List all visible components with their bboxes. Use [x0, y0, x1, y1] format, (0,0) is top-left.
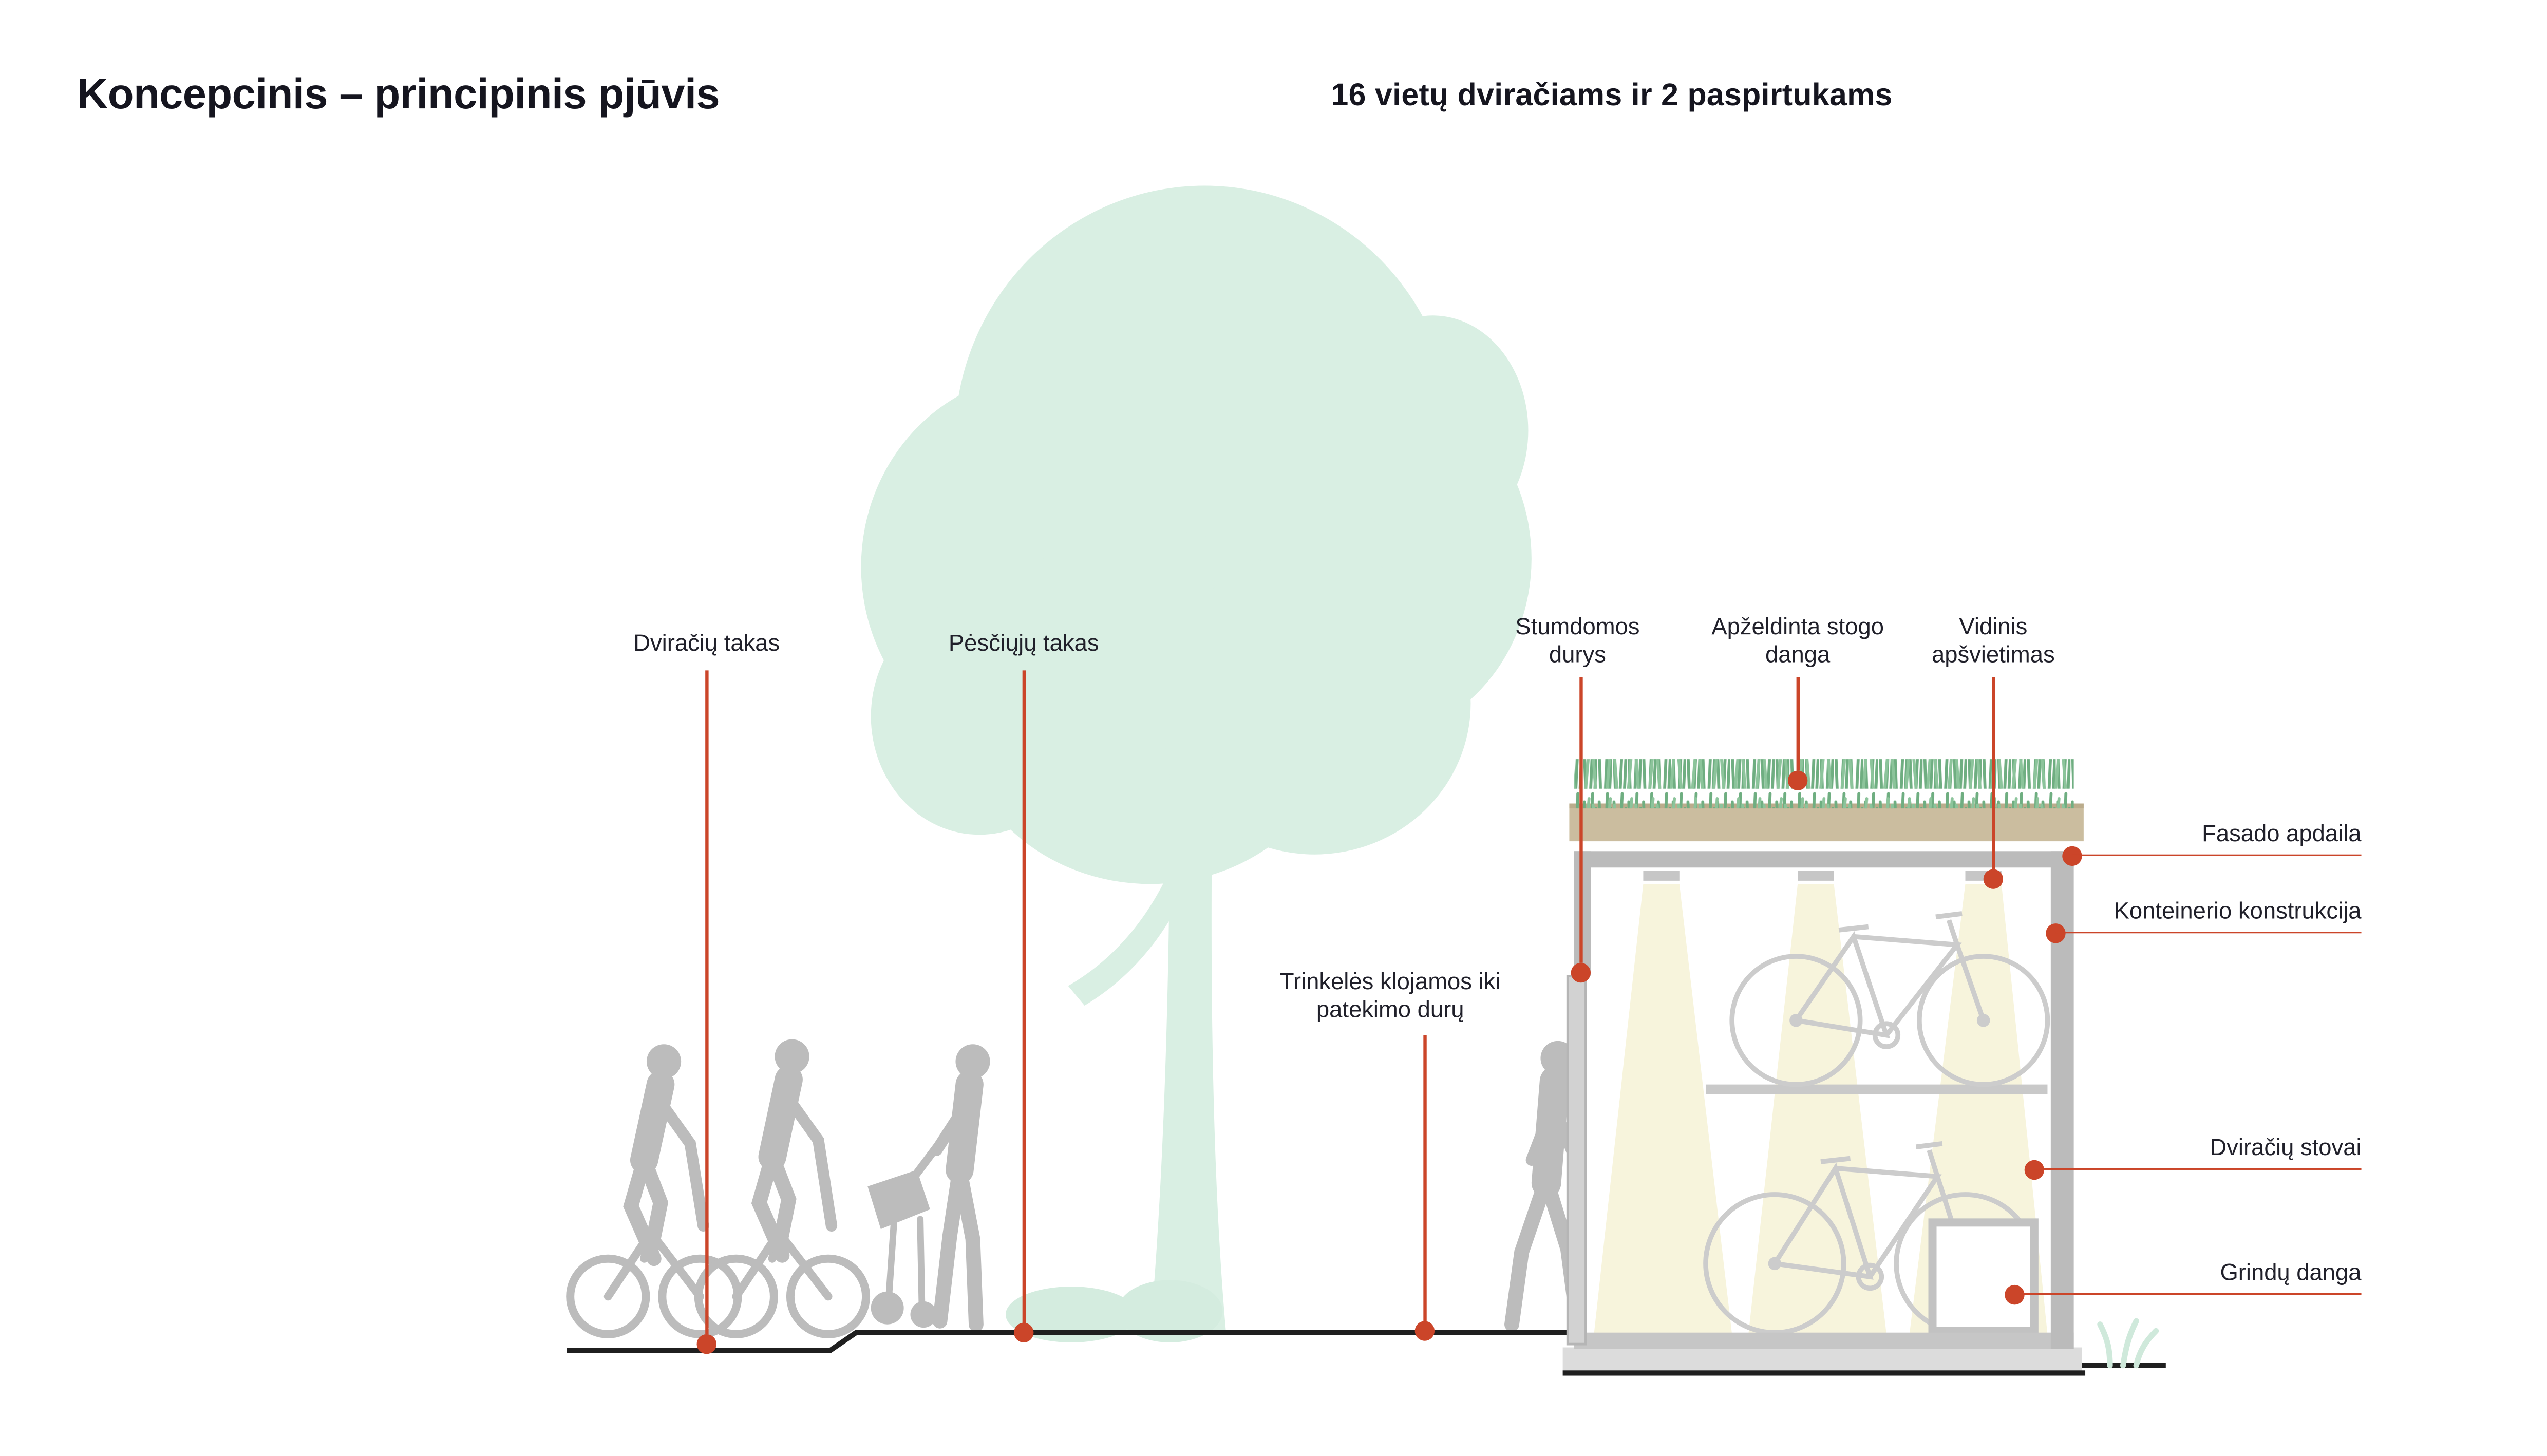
label-floor-covering: Grindų danga: [2014, 1260, 2362, 1295]
label-bike-stands: Dviračių stovai: [2034, 1136, 2362, 1170]
marker-dot-bike-path: [696, 1334, 716, 1354]
marker-dot-pavers: [1414, 1321, 1435, 1341]
marker-dot-sliding-door: [1571, 962, 1591, 983]
page-title: Koncepcinis – principinis pjūvis: [77, 69, 720, 119]
ceiling-light-icon: [1643, 871, 1680, 881]
light-cone: [1594, 884, 1732, 1334]
leader-line-pavers: [1423, 1035, 1426, 1321]
leader-line-sliding-door: [1579, 677, 1582, 963]
leader-line-green-roof: [1796, 677, 1799, 771]
cyclist-silhouette-2: [694, 1039, 871, 1338]
upper-rack-shelf: [1705, 1084, 2048, 1094]
marker-dot-facade-finish: [2062, 846, 2082, 866]
label-facade-finish: Fasado apdaila: [2072, 822, 2362, 856]
roof-grass-highlight: [1574, 759, 2074, 809]
capacity-subtitle: 16 vietų dviračiams ir 2 paspirtukams: [1331, 79, 1893, 114]
foundation-slab: [1562, 1347, 2082, 1374]
cyclist-silhouette-1: [566, 1044, 742, 1338]
ceiling-light-icon: [1798, 871, 1834, 881]
sliding-door: [1566, 975, 1587, 1346]
ground-line-under-container: [1562, 1370, 2086, 1376]
floor-slab: [1574, 1332, 2074, 1349]
shrub: [1006, 1280, 1223, 1342]
container-section: [1562, 759, 2086, 1376]
marker-dot-green-roof: [1787, 770, 1808, 790]
marker-dot-interior-lighting: [1983, 869, 2004, 889]
label-sliding-door: Stumdomos durys: [1515, 614, 1640, 670]
label-pedestrian-path: Pėsčiųjų takas: [948, 631, 1099, 657]
label-pavers: Trinkelės klojamos iki patekimo durų: [1279, 969, 1501, 1025]
label-container-structure: Konteinerio konstrukcija: [2055, 899, 2362, 934]
scooter-locker-box: [1928, 1218, 2039, 1335]
tree-silhouette: [861, 185, 1532, 1331]
pedestrian-with-stroller: [867, 1044, 990, 1332]
ground-line-left: [567, 1330, 1571, 1354]
roof-soil-layer: [1569, 803, 2084, 842]
bicycle-upper: [1729, 911, 2050, 1087]
leader-line-interior-lighting: [1992, 677, 1995, 869]
marker-dot-bike-stands: [2024, 1160, 2045, 1180]
grass-tuft: [2097, 1318, 2159, 1369]
label-interior-lighting: Vidinis apšvietimas: [1931, 614, 2055, 670]
top-wall: [1574, 851, 2074, 868]
marker-dot-pedestrian-path: [1014, 1322, 1034, 1342]
label-bike-path: Dviračių takas: [633, 631, 780, 657]
label-green-roof: Apželdinta stogo danga: [1711, 614, 1884, 670]
marker-dot-container-structure: [2046, 923, 2066, 943]
leader-line-pedestrian-path: [1022, 670, 1025, 1325]
leader-line-bike-path: [705, 670, 708, 1334]
left-wall: [1574, 851, 1591, 976]
